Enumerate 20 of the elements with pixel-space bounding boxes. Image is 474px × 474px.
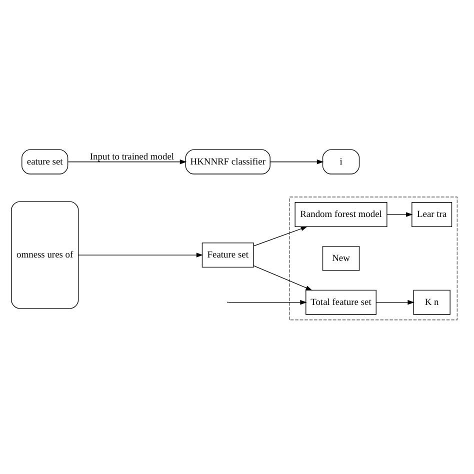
node-box: K n: [413, 289, 450, 314]
node-box: HKNNRF classifier: [185, 148, 270, 174]
node-box: New: [322, 245, 360, 270]
arrow: [253, 226, 308, 246]
node-box: omness ures of: [11, 200, 79, 308]
arrow: [68, 158, 187, 164]
cluster: [289, 196, 458, 320]
arrow: [228, 299, 307, 304]
arrow: [270, 158, 324, 164]
arrow: [253, 264, 313, 290]
node-box: i: [322, 148, 360, 174]
node-box: Total feature set: [306, 289, 376, 314]
node-box: Feature set: [202, 242, 254, 268]
node-box: eature set: [22, 148, 68, 174]
node-box: Lear tra: [412, 202, 452, 227]
arrow: [386, 212, 413, 216]
edge-label: Input to trained model: [90, 152, 174, 162]
node-box: Random forest model: [294, 202, 388, 227]
arrow: [376, 299, 414, 304]
arrow: [78, 252, 204, 257]
